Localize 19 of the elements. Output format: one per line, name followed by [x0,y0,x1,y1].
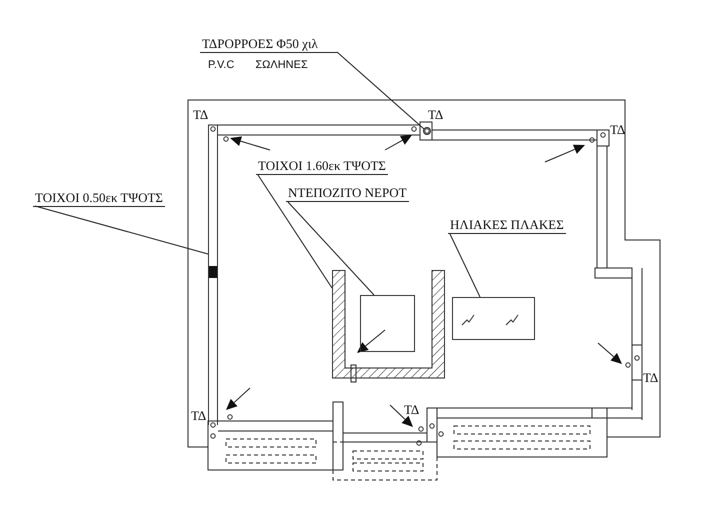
leader-line [34,206,208,254]
callout-label: ΤΟΙΧΟΙ 0.50εκ ΤΨΟΤΣ [33,190,165,207]
drain-label: ΤΔ [193,107,208,122]
callout-label: ΤΔΡΟΡΡΟΕΣ Φ50 χιλ [200,36,337,53]
leader-line [450,234,480,298]
wall [208,125,218,425]
leader-line [336,52,424,130]
callout-note: P.V.C ΣΩΛΗΝΕΣ [208,58,309,73]
drain-label: ΤΔ [191,408,206,423]
water-tank [360,295,415,352]
leader-line [288,202,374,296]
drain-label: ΤΔ [643,370,658,385]
drain-label: ΤΔ [428,107,444,122]
drain-label: ΤΔ [404,402,420,417]
leader-line [258,174,332,288]
callout-label: ΤΟΙΧΟΙ 1.60εκ ΤΨΟΤΣ [256,158,388,175]
drain-outlet [423,127,431,135]
callout-label: ΝΤΕΠΟΖΙΤΟ ΝΕΡΟΤ [286,185,409,202]
callout-label: ΗΛΙΑΚΕΣ ΠΛΑΚΕΣ [448,217,566,234]
